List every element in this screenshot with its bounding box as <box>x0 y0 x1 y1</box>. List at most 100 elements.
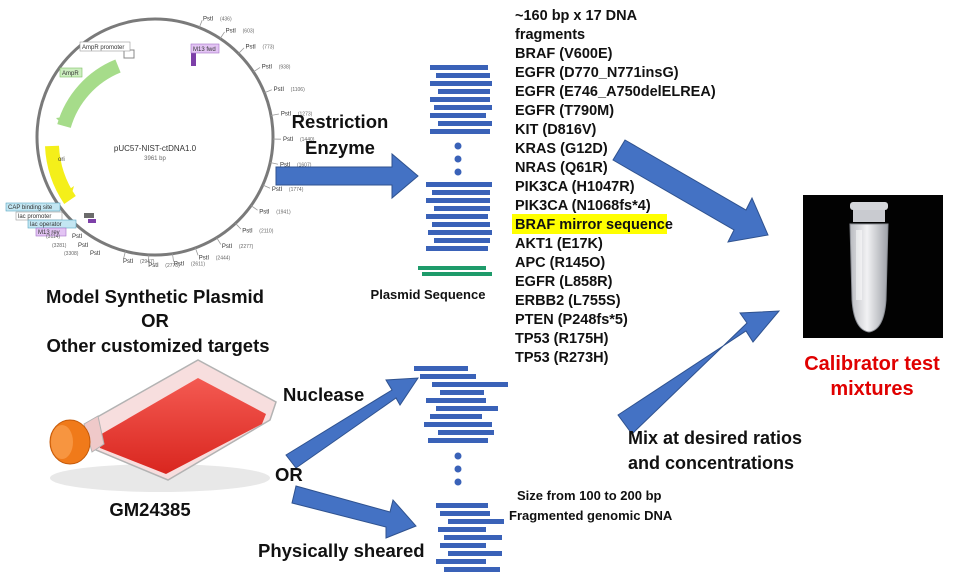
site-position-label: (2947) <box>140 259 155 265</box>
pst-site-label: PstI <box>259 209 270 215</box>
ellipsis-dot <box>454 155 462 163</box>
pst-site-label: PstI <box>280 163 291 169</box>
svg-text:M13 rev: M13 rev <box>38 230 60 236</box>
site-position-label: (773) <box>263 44 275 50</box>
calibrator-label-line2: mixtures <box>830 378 913 400</box>
enzyme-label: Enzyme <box>305 137 375 158</box>
nuclease-label: Nuclease <box>283 384 364 405</box>
m13-rev-mark <box>88 219 96 223</box>
restriction-label: Restriction <box>292 111 389 132</box>
mix-to-calibrator-arrow <box>617 310 781 435</box>
pst-site-label: PstI <box>148 263 159 269</box>
ellipsis-dot <box>454 478 462 486</box>
pst-site-label: PstI <box>222 244 233 250</box>
or-label-bottom: OR <box>275 464 303 485</box>
site-position-label: (603) <box>243 28 255 34</box>
site-tick <box>123 251 126 260</box>
svg-text:AmpR: AmpR <box>62 71 79 77</box>
feature-label-m13-rev: M13 rev <box>35 227 67 237</box>
pst-site-label: PstI <box>272 187 283 193</box>
site-position-label: (2444) <box>216 255 231 261</box>
site-position-label: (938) <box>279 64 291 70</box>
site-position-label: (1941) <box>276 209 291 215</box>
tube-highlight <box>856 230 862 300</box>
physically-sheared-label: Physically sheared <box>258 540 425 561</box>
site-tick <box>262 184 271 189</box>
site-position-label: (436) <box>220 16 232 22</box>
fragmented-dna-label: Fragmented genomic DNA <box>509 508 673 523</box>
ellipsis-dot <box>454 142 462 150</box>
fragment-item: PIK3CA (N1068fs*4) <box>515 198 651 214</box>
svg-text:M13 fwd: M13 fwd <box>193 47 216 53</box>
site-tick <box>270 162 279 165</box>
site-position-label: (1273) <box>298 112 313 118</box>
site-tick <box>172 253 175 262</box>
feature-label-lac-operator: lac operator <box>27 219 77 229</box>
pst-site-label: PstI <box>226 28 237 34</box>
pst-site-label: PstI <box>78 243 89 249</box>
restriction-arrow <box>275 152 419 200</box>
plasmid-backbone-fragment <box>418 266 486 270</box>
pst-site-label: PstI <box>262 64 273 70</box>
plasmid-fragments <box>418 65 492 276</box>
m13-fwd-mark <box>191 52 196 66</box>
pst-site-label: PstI <box>123 259 134 265</box>
fragments-header-line1: ~160 bp x 17 DNA <box>515 8 638 24</box>
site-position-label: (3308) <box>64 251 79 257</box>
pst-site-label: PstI <box>246 44 257 50</box>
tube-body <box>849 223 889 333</box>
plasmid-sequence-label: Plasmid Sequence <box>371 287 486 302</box>
feature-label-cap-binding-site: CAP binding site <box>5 202 61 212</box>
fragment-item: BRAF mirror sequence <box>515 217 673 233</box>
other-targets-label: Other customized targets <box>46 335 269 356</box>
mix-label-line2: and concentrations <box>628 453 794 473</box>
fragment-stack-bottom <box>426 182 492 251</box>
site-tick <box>238 47 245 54</box>
fragment-item: ERBB2 (L755S) <box>515 293 621 309</box>
pst-site-label: PstI <box>203 16 214 22</box>
site-position-label: (2110) <box>259 229 273 235</box>
plasmid-name: pUC57-NIST-ctDNA1.0 <box>114 144 197 153</box>
tube-cap-grip <box>853 210 885 222</box>
site-tick <box>235 223 242 230</box>
flask-shadow <box>50 464 270 492</box>
nuclease-arrow <box>285 377 419 469</box>
pst-site-label: PstI <box>274 87 285 93</box>
fragment-item: EGFR (T790M) <box>515 103 614 119</box>
flask-media <box>98 378 266 474</box>
size-range-label: Size from 100 to 200 bp <box>517 488 662 503</box>
site-position-label: (3114) <box>46 234 60 240</box>
feature-label-ori: ori <box>58 157 65 163</box>
model-plasmid-label: Model Synthetic Plasmid <box>46 286 264 307</box>
fragment-item: EGFR (L858R) <box>515 274 613 290</box>
fragment-item: TP53 (R175H) <box>515 331 609 347</box>
site-tick <box>219 31 225 39</box>
restriction-site-labels: PstI (436) PstI (603) PstI (773) PstI (938) PstI… <box>46 16 315 269</box>
site-position-label: (2277) <box>239 244 254 250</box>
tube-cap <box>850 202 888 210</box>
site-tick <box>216 237 222 245</box>
pst-site-label: PstI <box>242 229 253 235</box>
site-tick <box>198 20 203 28</box>
site-position-label: (1774) <box>289 187 304 193</box>
pst-site-label: PstI <box>174 262 185 268</box>
sample-tube-icon <box>803 195 943 338</box>
ampr-arrowhead <box>56 116 72 126</box>
svg-text:ori: ori <box>58 157 65 163</box>
site-tick <box>270 113 279 116</box>
site-tick <box>253 67 261 73</box>
ellipsis-dot <box>454 168 462 176</box>
calibrator-label-line1: Calibrator test <box>804 353 940 375</box>
fragment-item: APC (R145O) <box>515 255 605 271</box>
svg-text:CAP binding site: CAP binding site <box>8 205 53 211</box>
fragment-item: PIK3CA (H1047R) <box>515 179 635 195</box>
svg-text:lac promoter: lac promoter <box>18 214 51 220</box>
fragment-item: PTEN (P248fs*5) <box>515 312 628 328</box>
ori-arrowhead <box>60 186 74 200</box>
fragment-stack-top <box>430 65 492 134</box>
genomic-fragments-lower <box>436 503 504 572</box>
site-position-label: (2611) <box>191 262 205 268</box>
feature-label-lac-promoter: lac promoter <box>15 211 63 221</box>
flask-cap-face <box>51 425 73 459</box>
